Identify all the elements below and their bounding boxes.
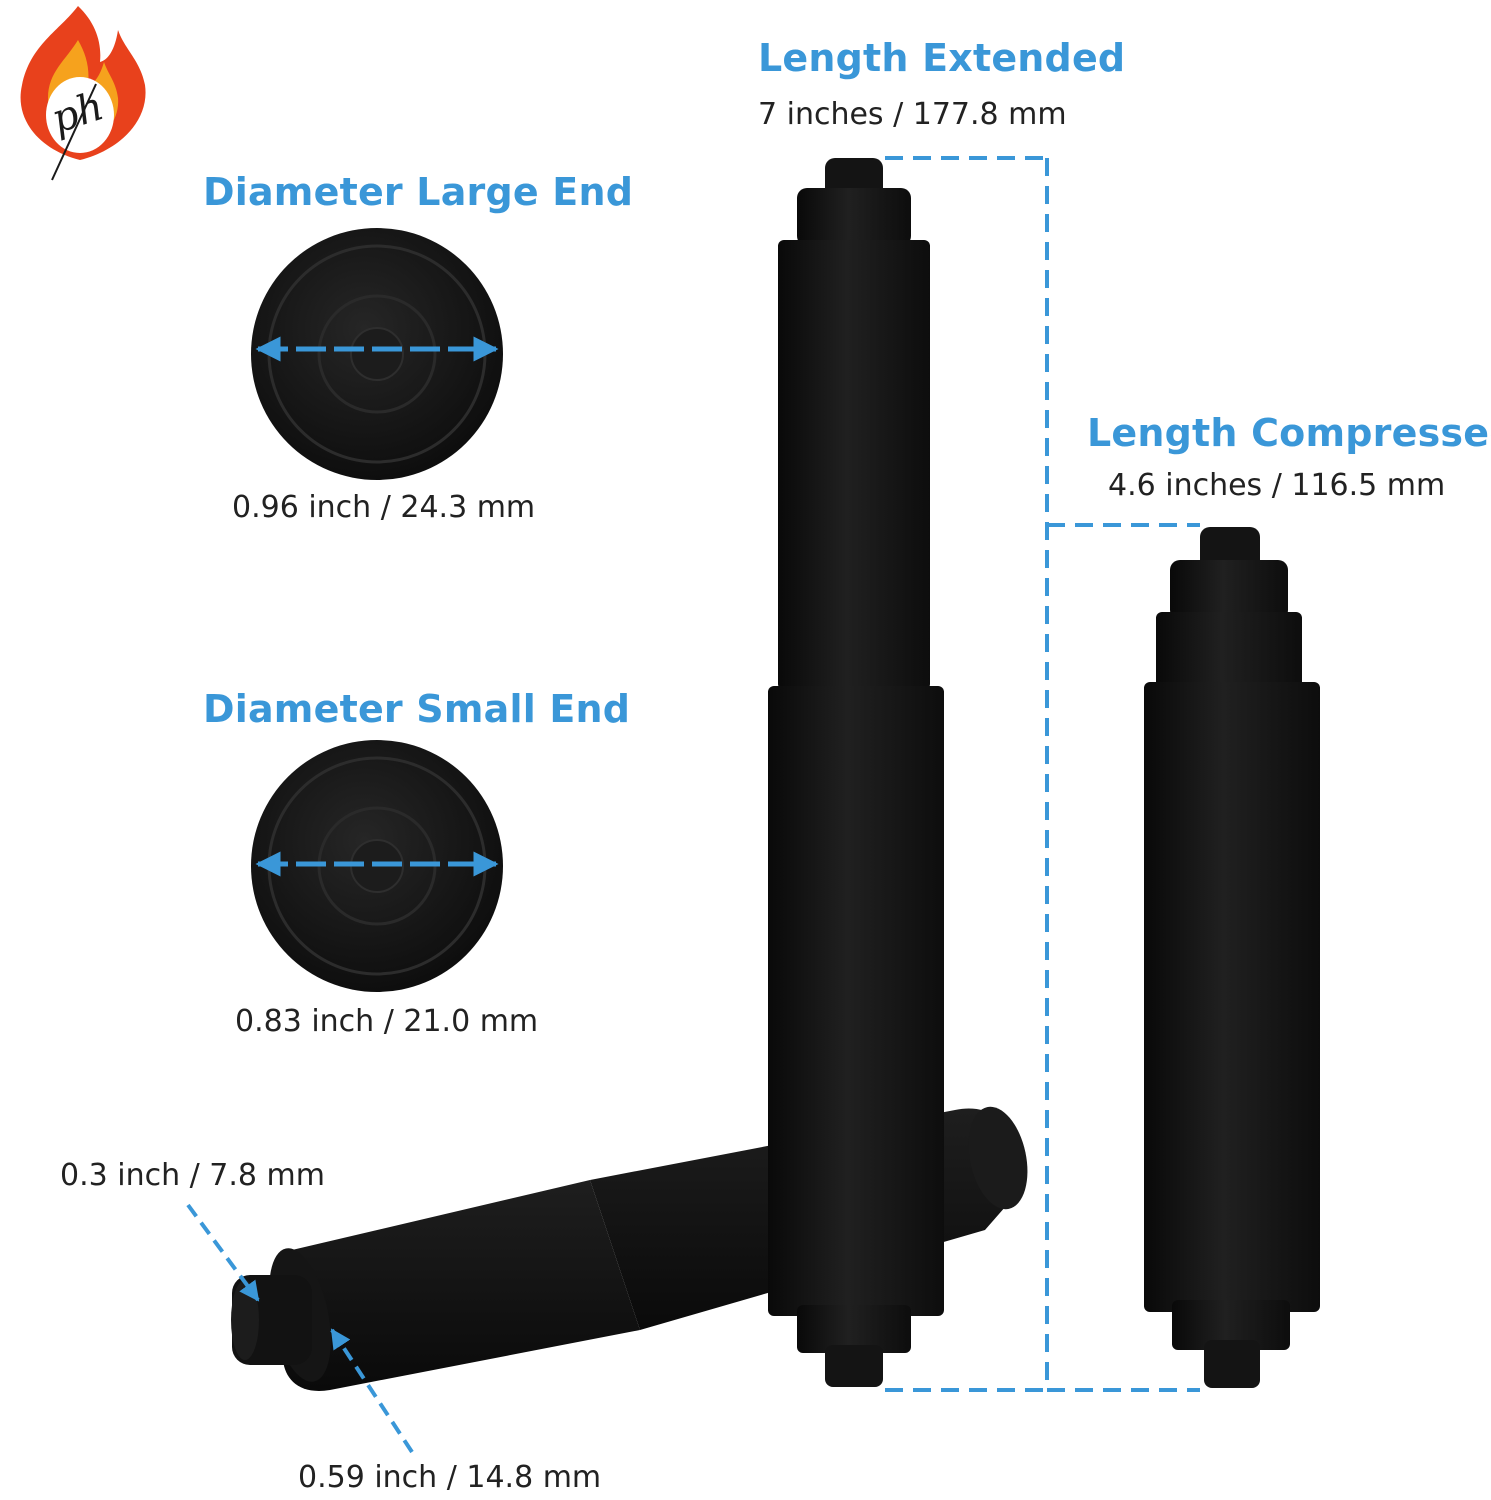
brand-logo: [20, 6, 146, 181]
large-end-view: [251, 228, 503, 480]
small-end-view: [251, 740, 503, 992]
inner-diameter-arrow: [186, 1203, 260, 1302]
end-inner-diameter-value: 0.3 inch / 7.8 mm: [60, 1158, 325, 1193]
diameter-large-value: 0.96 inch / 24.3 mm: [232, 490, 536, 525]
length-compressed-title: Length Compressed: [1087, 411, 1491, 455]
compressed-roller: [1144, 527, 1320, 1388]
length-extended-value: 7 inches / 177.8 mm: [758, 97, 1067, 132]
extended-roller: [768, 158, 944, 1387]
outer-diameter-arrow: [330, 1328, 414, 1454]
extended-length-bracket: [885, 156, 1049, 1392]
diameter-small-title: Diameter Small End: [203, 687, 631, 731]
diameter-large-title: Diameter Large End: [203, 170, 634, 214]
compressed-length-bracket: [1047, 523, 1200, 1392]
length-extended-title: Length Extended: [758, 36, 1126, 80]
end-outer-diameter-value: 0.59 inch / 14.8 mm: [298, 1460, 602, 1495]
length-compressed-value: 4.6 inches / 116.5 mm: [1108, 468, 1446, 503]
diameter-small-value: 0.83 inch / 21.0 mm: [235, 1004, 539, 1039]
